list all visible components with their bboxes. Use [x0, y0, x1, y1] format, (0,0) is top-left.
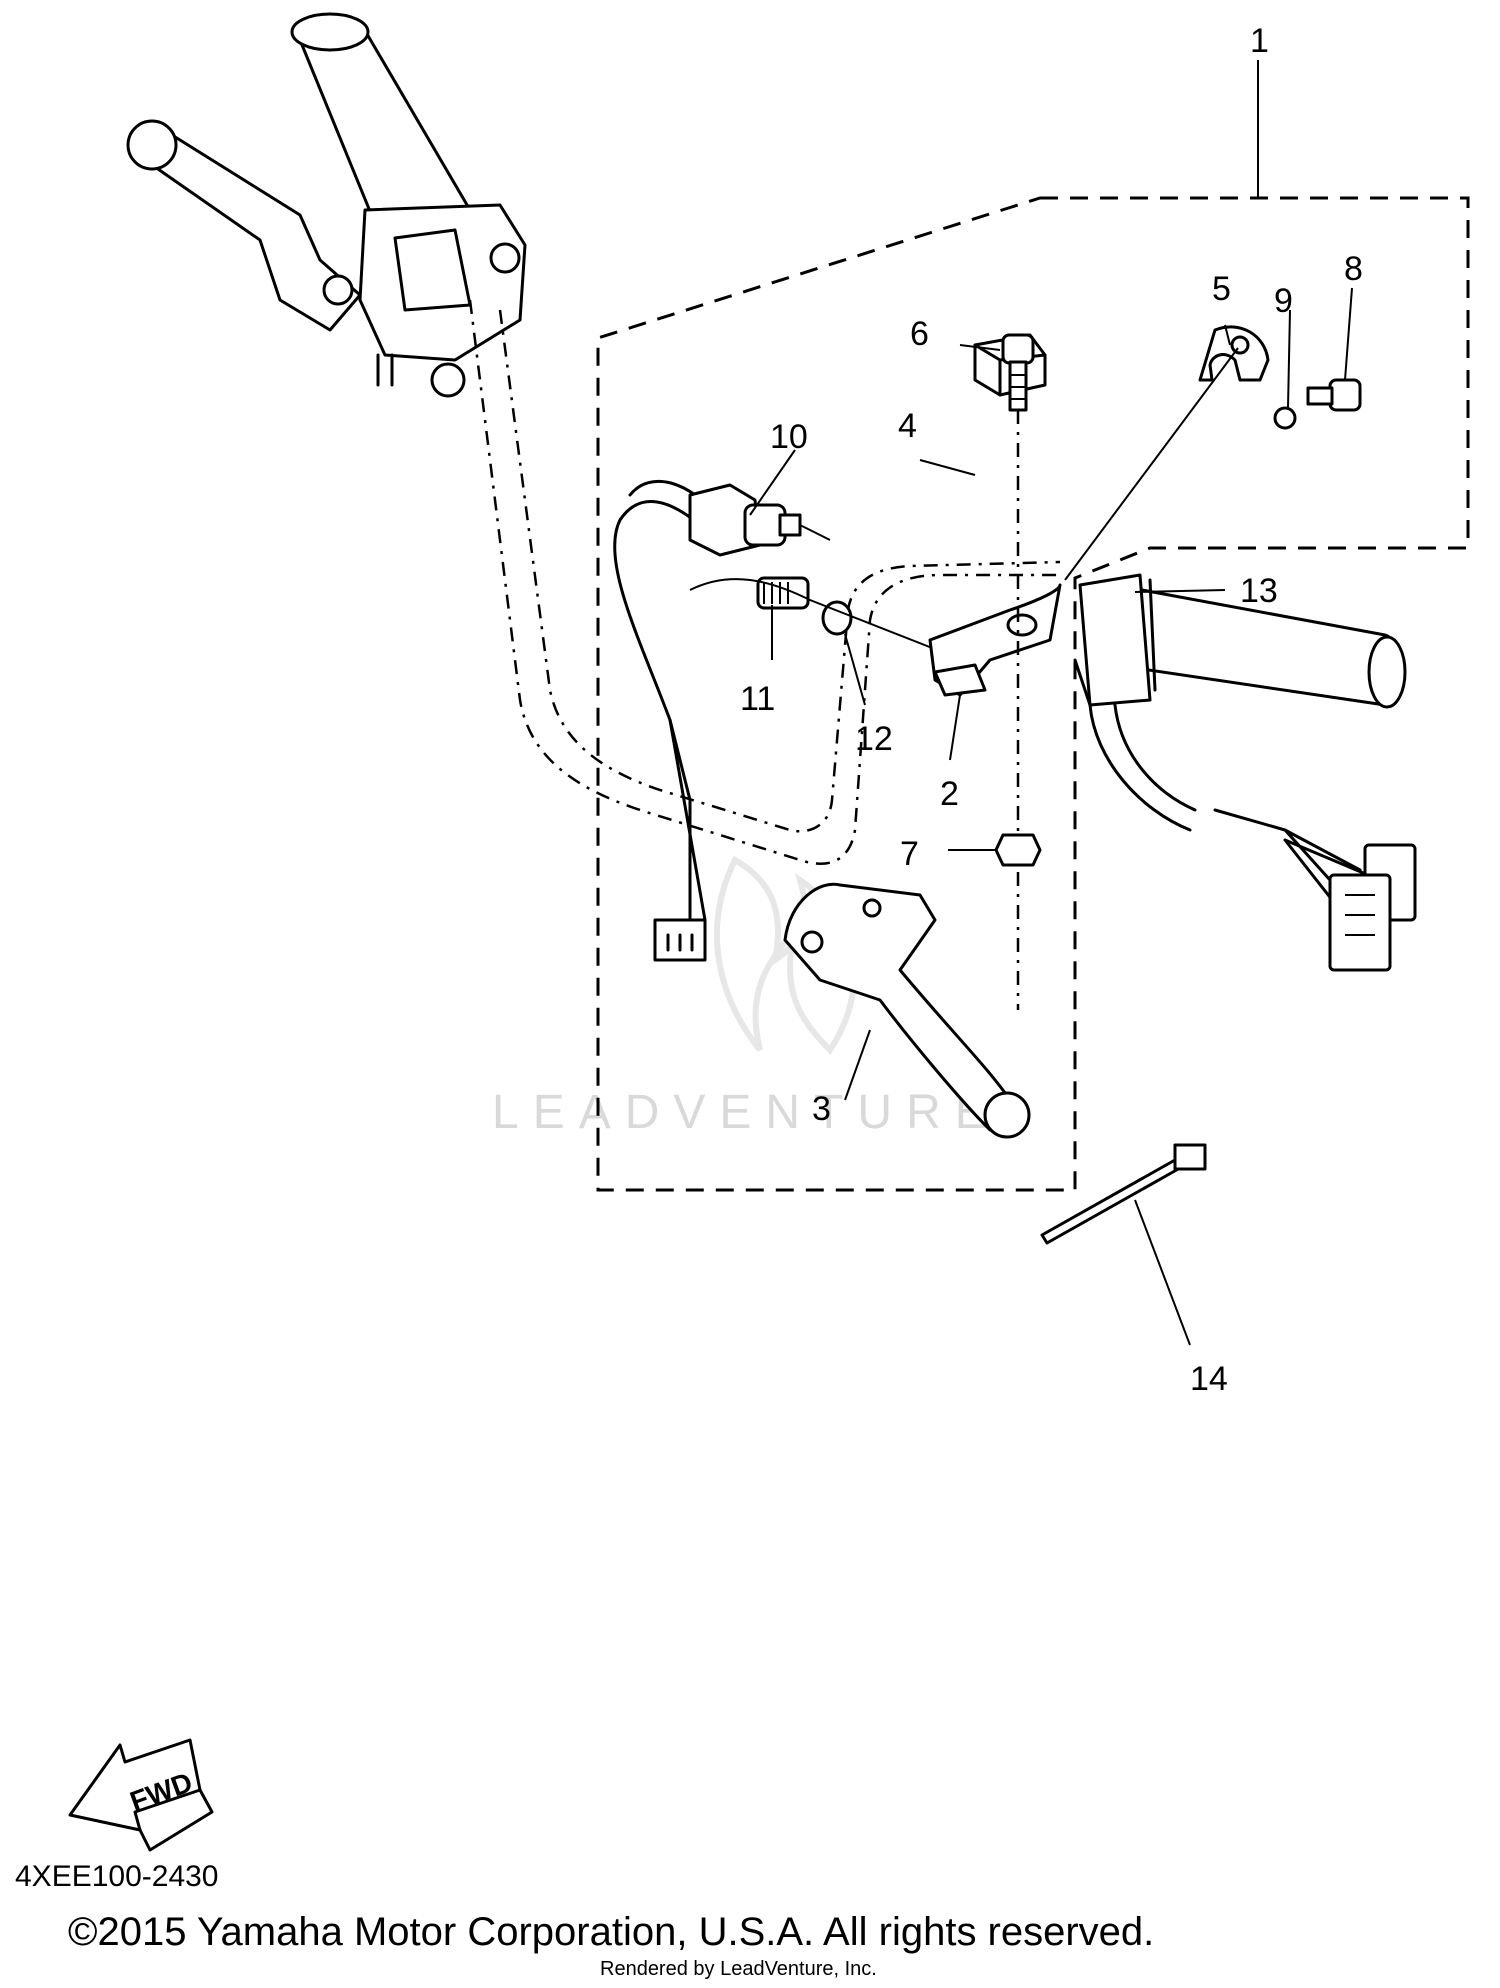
callout-4: 4 — [898, 407, 917, 445]
watermark-logo — [714, 855, 857, 1055]
left-handlebar-assembly — [126, 12, 527, 398]
cable — [689, 578, 951, 656]
callout-10: 10 — [770, 418, 808, 456]
wire-harness — [1088, 703, 1417, 972]
callout-13: 13 — [1240, 572, 1278, 610]
grip-13 — [1073, 573, 1407, 709]
copyright-notice: ©2015 Yamaha Motor Corporation, U.S.A. A… — [68, 1910, 1154, 1954]
brake-switch-10 — [613, 479, 831, 962]
watermark-text: LEADVENTURE — [492, 1086, 1001, 1139]
callout-1: 1 — [1250, 22, 1269, 60]
callout-11: 11 — [740, 680, 775, 718]
callout-3: 3 — [812, 1090, 831, 1128]
handlebar-tube — [468, 299, 1060, 865]
callout-6: 6 — [910, 315, 929, 353]
callout-12: 12 — [855, 720, 893, 758]
assembly-1-boundary — [596, 196, 1470, 1192]
diagram-code: 4XEE100-2430 — [15, 1860, 219, 1893]
nut-7 — [994, 833, 1042, 867]
callout-7: 7 — [900, 835, 919, 873]
adjuster-11 — [756, 576, 810, 610]
washer-9 — [1273, 406, 1297, 430]
leader-lines — [749, 60, 1353, 1346]
lever-3 — [783, 882, 1031, 1139]
screw-8 — [1306, 378, 1362, 412]
cable-tie-14 — [1040, 1143, 1207, 1245]
callout-8: 8 — [1344, 250, 1363, 288]
fwd-arrow-icon: FWD — [68, 1738, 214, 1852]
nut-12 — [821, 600, 853, 636]
rendered-by-notice: Rendered by LeadVenture, Inc. — [600, 1958, 877, 1980]
callout-2: 2 — [940, 775, 959, 813]
callout-9: 9 — [1274, 282, 1293, 320]
callout-14: 14 — [1190, 1360, 1228, 1398]
callout-5: 5 — [1212, 270, 1231, 308]
bracket-2 — [928, 583, 1062, 697]
